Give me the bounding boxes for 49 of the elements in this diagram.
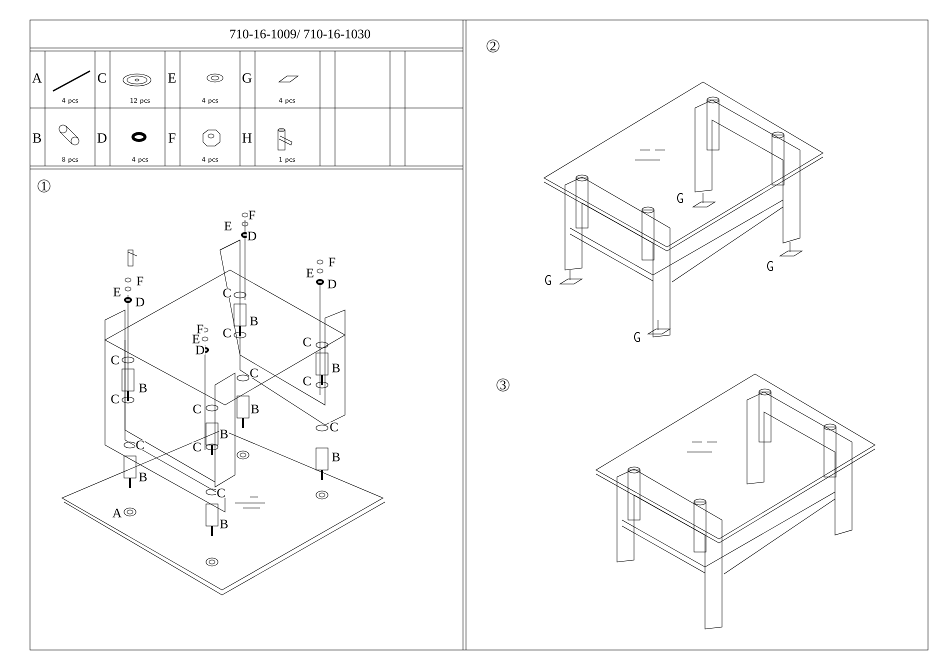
callout-letter: D xyxy=(246,231,258,241)
part-letter: B xyxy=(32,132,42,144)
callout-letter: D xyxy=(194,345,206,355)
title: 710-16-1009/ 710-16-1030 xyxy=(230,30,370,38)
callout-letter: C xyxy=(329,422,339,432)
callout-letter: C xyxy=(192,442,202,452)
part-letter: A xyxy=(31,72,43,84)
callout-letter: C xyxy=(222,328,232,338)
part-letter: H xyxy=(241,132,253,144)
callout-letter: C xyxy=(216,488,226,498)
callout-letter: F xyxy=(136,276,144,286)
callout-letter: G xyxy=(632,332,642,343)
part-letter: E xyxy=(167,72,177,84)
callout-letter: D xyxy=(326,279,338,289)
callout-letter: G xyxy=(544,274,552,286)
callout-letter: A xyxy=(112,508,122,518)
callout-letter: B xyxy=(219,519,229,529)
callout-letter: C xyxy=(192,404,202,414)
callout-letter: B xyxy=(249,316,259,326)
callout-letter: E xyxy=(224,221,232,231)
callout-letter: B xyxy=(138,383,148,393)
callout-letter: D xyxy=(134,297,146,307)
step-number: 3 xyxy=(496,378,510,392)
callout-letter: B xyxy=(250,404,260,414)
callout-letter: B xyxy=(138,472,148,482)
callout-letter: B xyxy=(219,429,229,439)
callout-letter: C xyxy=(110,394,120,404)
callout-letter: B xyxy=(331,363,341,373)
part-letter: D xyxy=(96,132,108,144)
step-number: 2 xyxy=(486,40,500,52)
callout-letter: C xyxy=(135,440,145,450)
callout-letter: G xyxy=(676,192,684,204)
callout-letter: E xyxy=(112,287,122,297)
callout-letter: C xyxy=(249,368,259,378)
callout-letter: C xyxy=(222,288,232,298)
callout-letter: F xyxy=(248,210,256,220)
part-letter: G xyxy=(241,72,253,84)
callout-letter: F xyxy=(196,324,204,334)
callout-letter: C xyxy=(110,355,120,365)
callout-letter: E xyxy=(306,268,314,278)
callout-letter: G xyxy=(766,260,774,272)
callout-letter: E xyxy=(192,334,200,344)
part-letter: C xyxy=(96,72,108,84)
callout-letter: C xyxy=(302,337,312,347)
part-letter: F xyxy=(168,132,176,144)
callout-letter: B xyxy=(331,452,341,462)
callout-letter: C xyxy=(302,376,312,386)
step-number: 1 xyxy=(38,180,50,192)
callout-letter: F xyxy=(328,257,336,267)
